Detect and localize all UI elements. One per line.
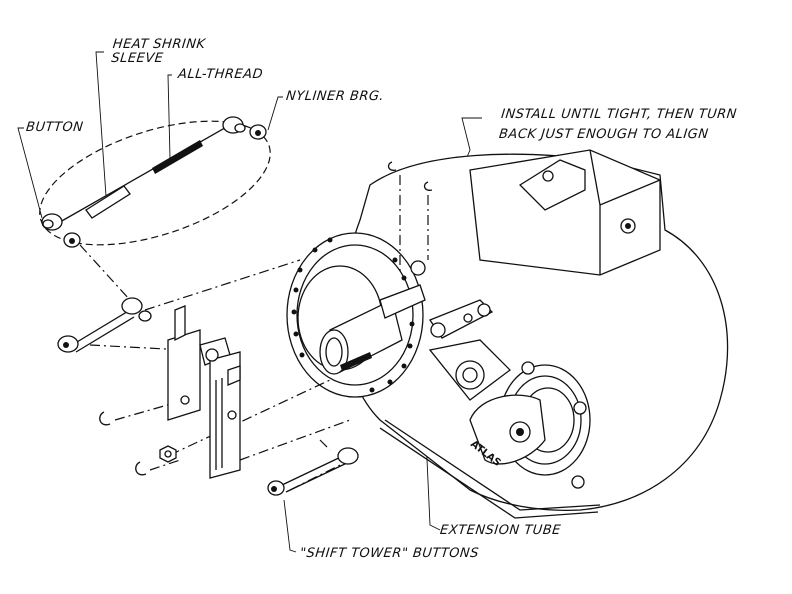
label-install-instruction: INSTALL UNTIL TIGHT, THEN TURN BACK JUST… — [498, 107, 738, 142]
transfer-case — [286, 149, 729, 519]
case-shift-linkage — [379, 260, 494, 339]
label-nyliner-bearing: NYLINER BRG. — [285, 89, 385, 104]
rod-assembly-detail — [41, 116, 267, 248]
detail-callout-ellipse — [39, 120, 271, 246]
extension-tube-part — [319, 299, 403, 375]
output-yoke — [469, 361, 591, 489]
label-all-thread: ALL-THREAD — [177, 67, 264, 82]
label-heat-shrink-sleeve: HEAT SHRINK SLEEVE — [110, 37, 207, 66]
shift-link-rod-lower — [267, 447, 359, 496]
shift-link-rod-upper — [57, 297, 152, 353]
retaining-clips — [99, 161, 433, 476]
label-shift-tower-buttons: "SHIFT TOWER" BUTTONS — [299, 546, 480, 561]
shift-tower — [167, 305, 241, 479]
flange-bolt-holes — [291, 237, 415, 393]
label-extension-tube: EXTENSION TUBE — [439, 523, 562, 538]
label-button: BUTTON — [25, 120, 85, 135]
